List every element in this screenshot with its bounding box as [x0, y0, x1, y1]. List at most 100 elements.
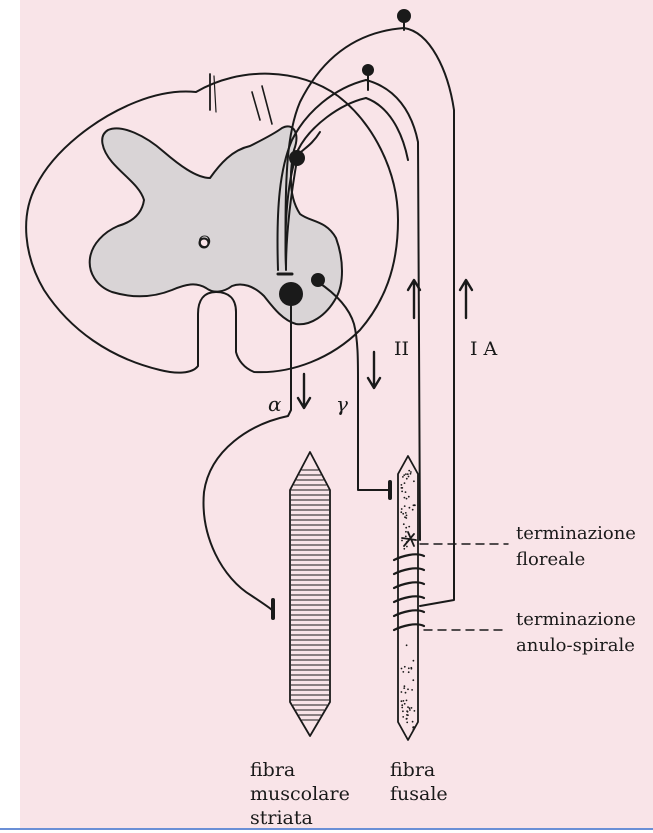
stipple-dot	[402, 671, 404, 673]
interneuron	[289, 150, 305, 166]
gamma-motor-axon	[318, 282, 390, 490]
arrow-gamma-down	[368, 352, 380, 388]
alpha-label: α	[268, 392, 282, 416]
stipple-dot	[402, 476, 404, 478]
dorsal-root-line	[262, 86, 272, 124]
stipple-dot	[401, 540, 403, 542]
stipple-dot	[401, 691, 403, 693]
stipple-dot	[406, 546, 408, 548]
stipple-dot	[404, 666, 406, 668]
gamma-label: γ	[336, 392, 348, 416]
stipple-dot	[413, 660, 415, 662]
stipple-dot	[405, 512, 407, 514]
ganglion-II	[362, 64, 374, 76]
stipple-dot	[401, 704, 403, 706]
stipple-dot	[409, 707, 411, 709]
stipple-dot	[404, 703, 406, 705]
spindle-stipple	[400, 470, 415, 730]
stipple-dot	[405, 692, 407, 694]
stipple-dot	[404, 505, 406, 507]
stipple-dot	[406, 498, 408, 500]
stipple-dot	[406, 700, 408, 702]
stipple-dot	[413, 504, 415, 506]
ganglion-IA	[397, 9, 411, 23]
stipple-dot	[403, 523, 405, 525]
stipple-dot	[403, 687, 405, 689]
stipple-dot	[402, 710, 404, 712]
muscolare-label-line1: fibra	[250, 758, 295, 782]
stipple-dot	[409, 507, 411, 509]
stipple-dot	[408, 476, 410, 478]
alpha-motor-axon	[204, 296, 291, 610]
floreale-label-line1: terminazione	[516, 522, 636, 545]
flower-spray-ending	[402, 532, 416, 546]
stipple-dot	[412, 726, 414, 728]
alpha-motor-neuron	[279, 282, 303, 306]
stipple-dot	[401, 484, 403, 486]
fiber-IA-label: I A	[470, 337, 497, 361]
stipple-dot	[405, 531, 407, 533]
arrow-alpha-down	[298, 374, 310, 408]
stipple-dot	[408, 667, 410, 669]
stipple-dot	[408, 470, 410, 472]
stipple-dot	[414, 710, 416, 712]
frame-bottom-edge	[0, 828, 653, 833]
stipple-dot	[405, 491, 407, 493]
fiber-IA	[404, 28, 454, 606]
fiber-II-label: II	[394, 337, 409, 361]
stipple-dot	[410, 471, 412, 473]
fusale-label-line2: fusale	[390, 782, 448, 806]
stipple-dot	[401, 700, 403, 702]
stipple-dot	[406, 644, 408, 646]
stipple-dot	[404, 685, 406, 687]
stipple-dot	[412, 509, 414, 511]
stipple-dot	[403, 474, 405, 476]
stipple-dot	[411, 689, 413, 691]
stipple-dot	[401, 707, 403, 709]
muscolare-label-line3: striata	[250, 806, 313, 830]
stipple-dot	[401, 508, 403, 510]
stipple-dot	[406, 718, 408, 720]
stipple-dot	[406, 714, 408, 716]
stipple-dot	[413, 480, 415, 482]
stipple-dot	[403, 548, 405, 550]
stipple-dot	[406, 478, 408, 480]
stipple-dot	[405, 473, 407, 475]
stipple-dot	[411, 707, 413, 709]
stipple-dot	[406, 515, 408, 517]
stipple-dot	[401, 668, 403, 670]
stipple-dot	[406, 541, 408, 543]
fiber-II-return	[366, 98, 408, 160]
stipple-dot	[402, 513, 404, 515]
muscolare-label-line2: muscolare	[250, 782, 350, 806]
stipple-dot	[408, 671, 410, 673]
stipple-dot	[407, 706, 409, 708]
stipple-dot	[405, 517, 407, 519]
muscle-striations	[291, 470, 329, 720]
stipple-dot	[401, 491, 403, 493]
stipple-dot	[405, 536, 407, 538]
stipple-dot	[404, 482, 406, 484]
stipple-dot	[406, 722, 408, 724]
gamma-motor-neuron	[311, 273, 325, 287]
stipple-dot	[412, 679, 414, 681]
cord-center-label: O	[198, 230, 211, 254]
stipple-dot	[407, 473, 409, 475]
dorsal-root-line	[252, 92, 260, 120]
stipple-dot	[402, 716, 404, 718]
anulo-label-line2: anulo-spirale	[516, 634, 635, 657]
stipple-dot	[413, 728, 415, 730]
stipple-dot	[405, 527, 407, 529]
stipple-dot	[408, 496, 410, 498]
stipple-dot	[404, 497, 406, 499]
fusale-label-line1: fibra	[390, 758, 435, 782]
arrow-IA-up	[460, 280, 472, 318]
floreale-label-line2: floreale	[516, 548, 585, 571]
anulo-label-line1: terminazione	[516, 608, 636, 631]
stipple-dot	[403, 700, 405, 702]
stipple-dot	[408, 526, 410, 528]
stipple-dot	[407, 688, 409, 690]
stipple-dot	[407, 711, 409, 713]
stipple-dot	[412, 721, 414, 723]
